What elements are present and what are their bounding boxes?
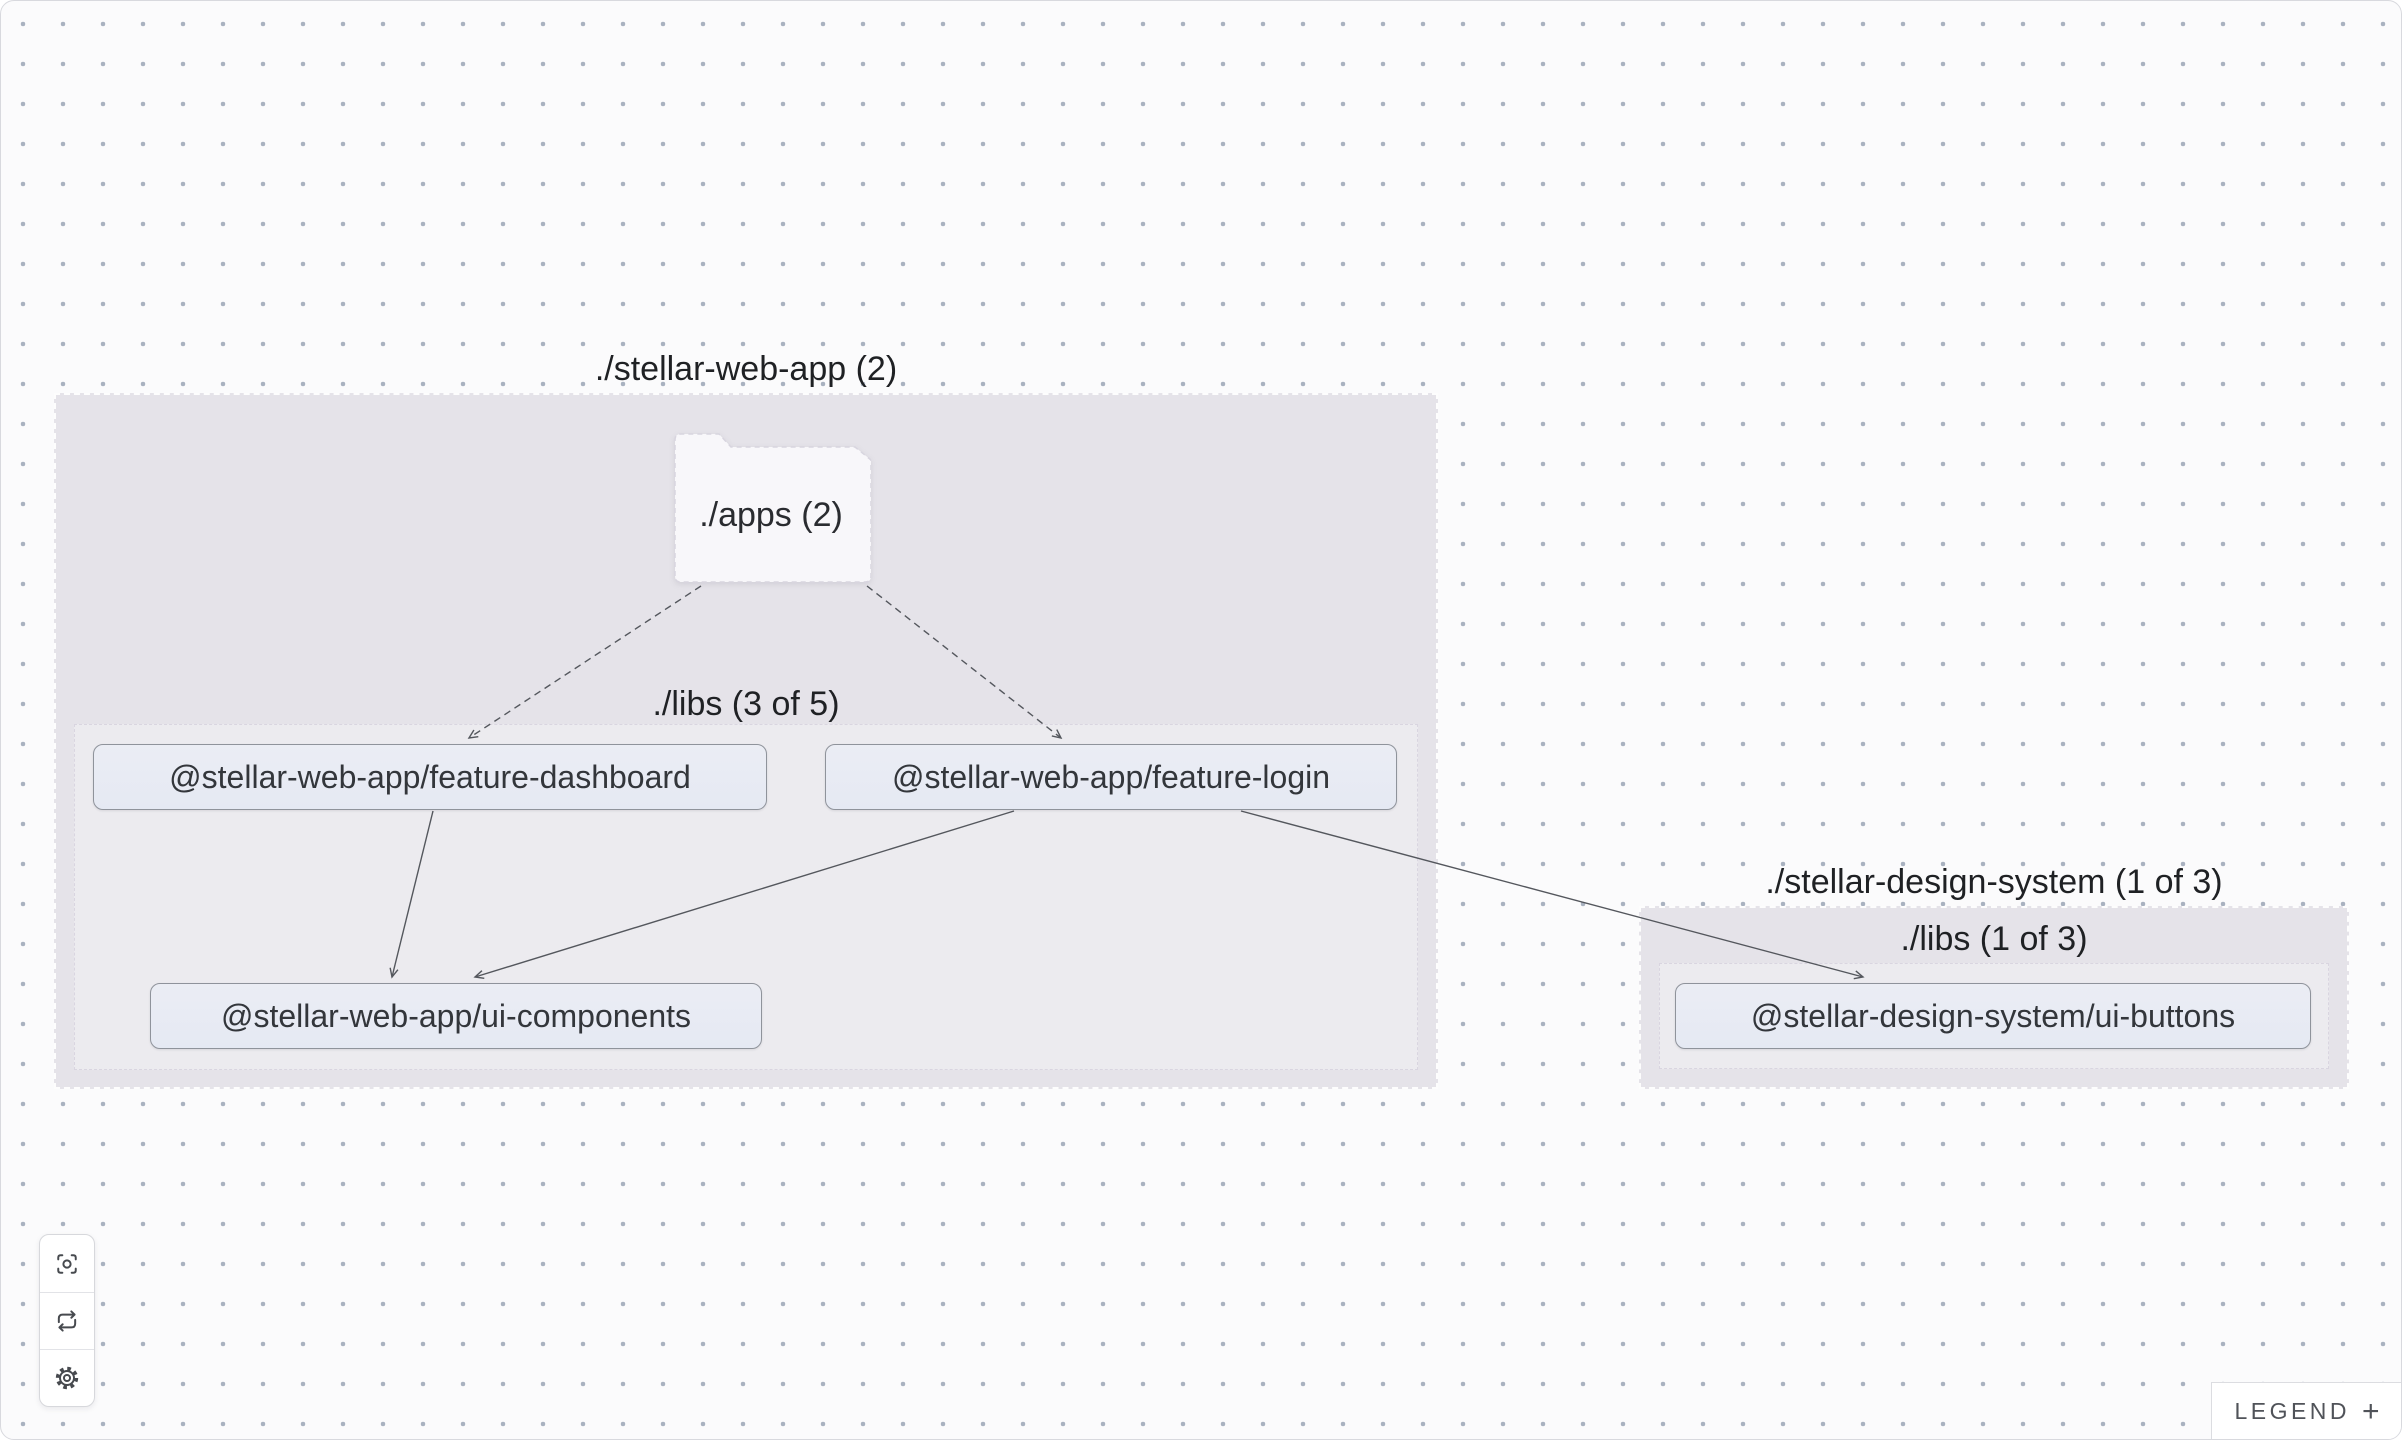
node-feature-dashboard[interactable]: @stellar-web-app/feature-dashboard — [93, 744, 767, 810]
folder-icon — [674, 433, 871, 583]
group-label-stellar-web-app: ./stellar-web-app (2) — [594, 350, 898, 388]
folder-node-apps[interactable]: ./apps (2) — [671, 432, 871, 584]
node-label: @stellar-web-app/feature-dashboard — [169, 758, 691, 795]
zoom-to-fit-button[interactable] — [40, 1235, 94, 1292]
legend-button[interactable]: LEGEND + — [2211, 1382, 2401, 1439]
node-ui-buttons[interactable]: @stellar-design-system/ui-buttons — [1675, 983, 2311, 1049]
settings-button[interactable] — [40, 1349, 94, 1406]
group-label-web-app-libs: ./libs (3 of 5) — [652, 685, 840, 723]
plus-icon: + — [2362, 1394, 2380, 1428]
node-label: @stellar-web-app/ui-components — [220, 997, 692, 1034]
node-ui-components[interactable]: @stellar-web-app/ui-components — [150, 983, 762, 1049]
canvas-controls — [39, 1234, 95, 1407]
node-label: @stellar-design-system/ui-buttons — [1750, 997, 2236, 1034]
group-label-stellar-design-system: ./stellar-design-system (1 of 3) — [1765, 863, 2223, 901]
focus-icon — [57, 1253, 77, 1274]
group-label-design-system-libs: ./libs (1 of 3) — [1900, 920, 2088, 958]
refresh-icon — [57, 1310, 77, 1332]
node-feature-login[interactable]: @stellar-web-app/feature-login — [825, 744, 1397, 810]
node-label: @stellar-web-app/feature-login — [891, 758, 1331, 795]
refresh-button[interactable] — [40, 1292, 94, 1349]
folder-label: ./apps (2) — [699, 495, 843, 534]
legend-label: LEGEND — [2234, 1398, 2351, 1424]
gear-icon — [55, 1366, 79, 1390]
